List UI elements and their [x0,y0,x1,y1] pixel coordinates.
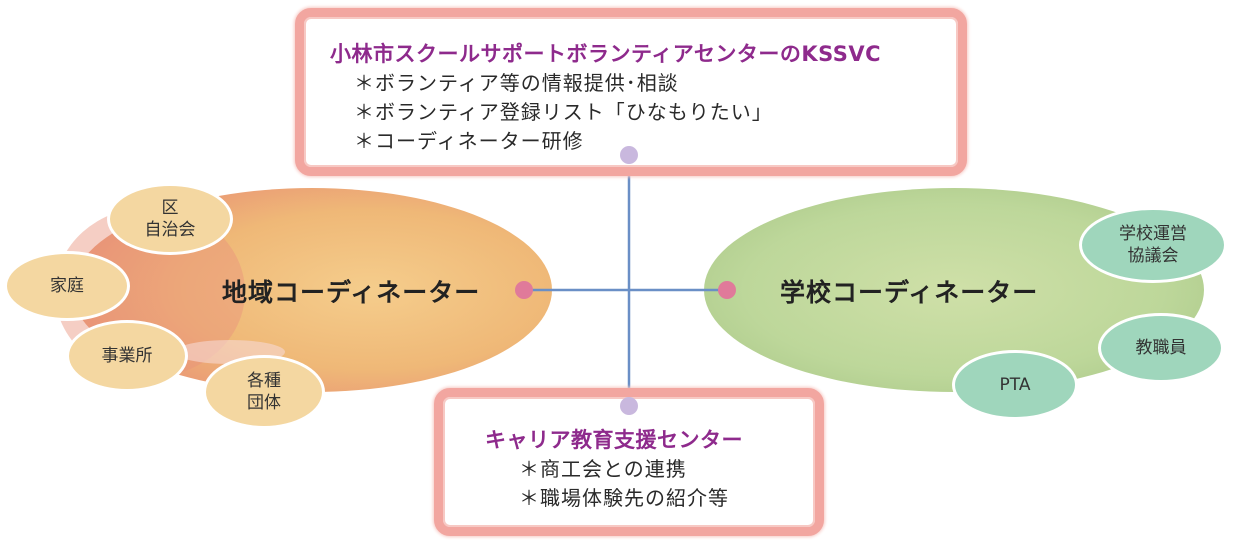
top-connector-dot [620,146,638,164]
kssvc-title: 小林市スクールサポートボランティアセンターのKSSVC [330,42,882,66]
staff-label: 教職員 [1135,338,1187,358]
kssvc-box: 小林市スクールサポートボランティアセンターのKSSVC ＊ボランティア等の情報提… [295,8,967,176]
kssvc-item: ＊コーディネーター研修 [354,129,584,153]
community-connector-dot [515,281,533,299]
career-center-title: キャリア教育支援センター [485,428,743,452]
groups-line1: 各種 [247,371,281,391]
kssvc-item: ＊ボランティア登録リスト「ひなもりたい」 [354,100,773,124]
ward-council-line1: 区 [161,198,179,218]
kssvc-item: ＊ボランティア等の情報提供･相談 [354,71,679,95]
school-council-line2: 協議会 [1127,246,1179,266]
family-label: 家庭 [50,276,84,296]
career-center-item: ＊職場体験先の紹介等 [519,486,729,510]
school-council-line1: 学校運営 [1119,224,1187,244]
groups-node: 各種 団体 [203,355,325,429]
school-connector-dot [718,281,736,299]
school-coordinator-label: 学校コーディネーター [780,278,1039,307]
business-node: 事業所 [66,320,188,392]
groups-line2: 団体 [247,393,281,413]
ward-council-node: 区 自治会 [107,183,233,255]
school-council-node: 学校運営 協議会 [1079,207,1227,283]
pta-label: PTA [999,375,1031,395]
community-coordinator-label: 地域コーディネーター [222,278,481,307]
career-center-item: ＊商工会との連携 [519,457,687,481]
business-label: 事業所 [101,346,153,366]
family-node: 家庭 [4,251,130,321]
pta-node: PTA [952,350,1078,420]
staff-node: 教職員 [1098,313,1224,383]
bottom-connector-dot [620,397,638,415]
ward-council-line2: 自治会 [144,220,196,240]
